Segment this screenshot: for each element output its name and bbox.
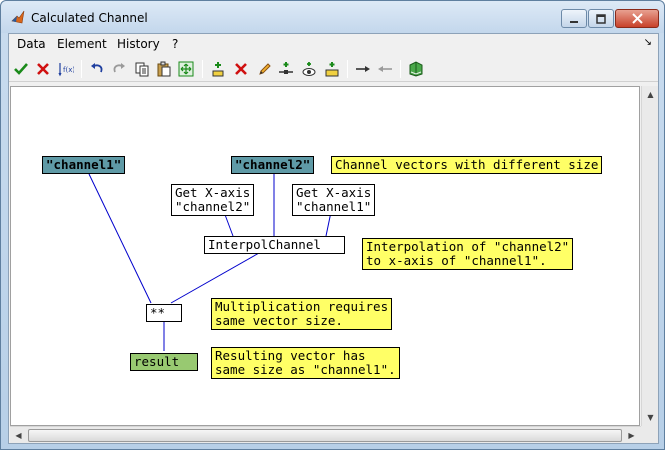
redo-button[interactable] xyxy=(109,59,129,79)
node-get-xaxis-channel2[interactable]: Get X-axis "channel2" xyxy=(171,184,255,216)
window-title: Calculated Channel xyxy=(31,11,148,25)
node-result[interactable]: result xyxy=(130,353,198,371)
wire-channel1-to-multiply xyxy=(88,173,152,304)
horizontal-scrollbar[interactable]: ◀ ▶ xyxy=(10,426,641,443)
node-get-xaxis-channel1[interactable]: Get X-axis "channel1" xyxy=(292,184,376,216)
check-icon xyxy=(14,63,28,75)
matlab-app-icon xyxy=(11,10,25,24)
paste-icon xyxy=(157,61,171,77)
menu-element[interactable]: Element xyxy=(57,37,107,51)
menu-history[interactable]: History xyxy=(117,37,160,51)
cancel-button[interactable] xyxy=(33,59,53,79)
menu-data[interactable]: Data xyxy=(17,37,46,51)
horizontal-scroll-thumb[interactable] xyxy=(28,429,622,442)
fit-view-icon xyxy=(178,61,194,77)
undo-button[interactable] xyxy=(87,59,107,79)
toolbar-separator xyxy=(400,60,401,78)
wire-interpol-to-multiply xyxy=(170,252,260,304)
note-multiplication[interactable]: Multiplication requires same vector size… xyxy=(211,298,393,330)
node-channel2[interactable]: "channel2" xyxy=(231,156,315,174)
note-resulting-vector[interactable]: Resulting vector has same size as "chann… xyxy=(211,347,400,379)
node-multiply[interactable]: ** xyxy=(146,304,182,322)
accept-button[interactable] xyxy=(11,59,31,79)
vertical-scrollbar[interactable]: ▲ ▼ xyxy=(641,86,658,426)
formula-icon: f(x) xyxy=(58,63,74,77)
cancel-x-icon xyxy=(37,63,49,75)
add-element-icon xyxy=(212,62,224,77)
node-interpol-channel[interactable]: InterpolChannel xyxy=(204,236,345,254)
maximize-button[interactable] xyxy=(588,9,614,28)
scroll-left-arrow-icon[interactable]: ◀ xyxy=(15,431,22,440)
undo-icon xyxy=(91,63,103,73)
close-button[interactable] xyxy=(615,9,659,28)
delete-element-icon xyxy=(235,63,247,75)
minimize-button[interactable] xyxy=(561,9,587,28)
redo-icon xyxy=(113,63,125,73)
minimize-icon xyxy=(570,20,578,23)
toolbar-separator xyxy=(347,60,348,78)
connect-right-icon xyxy=(356,66,370,72)
note-interpolation[interactable]: Interpolation of "channel2" to x-axis of… xyxy=(362,238,574,270)
toolbar-separator xyxy=(202,60,203,78)
connect-left-button[interactable] xyxy=(375,59,395,79)
scroll-down-arrow-icon[interactable]: ▼ xyxy=(647,413,654,422)
help-book-icon xyxy=(409,61,423,77)
copy-icon xyxy=(135,62,149,77)
fit-view-button[interactable] xyxy=(176,59,196,79)
paste-button[interactable] xyxy=(154,59,174,79)
svg-text:f(x): f(x) xyxy=(63,66,74,74)
formula-button[interactable]: f(x) xyxy=(56,59,76,79)
note-channel-sizes[interactable]: Channel vectors with different size xyxy=(331,156,603,174)
help-book-button[interactable] xyxy=(406,59,426,79)
add-node-icon xyxy=(279,62,293,74)
add-node-button[interactable] xyxy=(276,59,296,79)
view-button[interactable] xyxy=(299,59,319,79)
node-channel1[interactable]: "channel1" xyxy=(42,156,126,174)
connect-right-button[interactable] xyxy=(353,59,373,79)
edit-pencil-icon xyxy=(259,63,271,75)
add-element-button[interactable] xyxy=(208,59,228,79)
menu-bar: Data Element History ? ↘ xyxy=(9,34,658,54)
scroll-right-arrow-icon[interactable]: ▶ xyxy=(628,431,635,440)
scroll-up-arrow-icon[interactable]: ▲ xyxy=(647,90,654,99)
wire-getx2-to-interpol xyxy=(223,211,234,237)
copy-button[interactable] xyxy=(132,59,152,79)
connection-wires xyxy=(88,173,332,351)
size-grip[interactable] xyxy=(641,426,658,443)
connect-left-icon xyxy=(378,66,392,72)
insert-button[interactable] xyxy=(322,59,342,79)
maximize-icon xyxy=(596,13,606,24)
wire-getx1-to-interpol xyxy=(325,211,332,237)
menu-help[interactable]: ? xyxy=(172,37,179,51)
dock-arrow-icon[interactable]: ↘ xyxy=(643,37,652,48)
client-area: Data Element History ? ↘ f(x) xyxy=(8,33,659,444)
insert-icon xyxy=(325,62,339,77)
close-icon xyxy=(631,13,643,24)
diagram-canvas[interactable]: "channel1" "channel2" Get X-axis "channe… xyxy=(10,86,640,426)
view-eye-icon xyxy=(302,62,316,76)
toolbar: f(x) xyxy=(9,56,658,82)
delete-element-button[interactable] xyxy=(231,59,251,79)
edit-button[interactable] xyxy=(255,59,275,79)
toolbar-separator xyxy=(81,60,82,78)
title-bar[interactable]: Calculated Channel xyxy=(1,1,664,33)
